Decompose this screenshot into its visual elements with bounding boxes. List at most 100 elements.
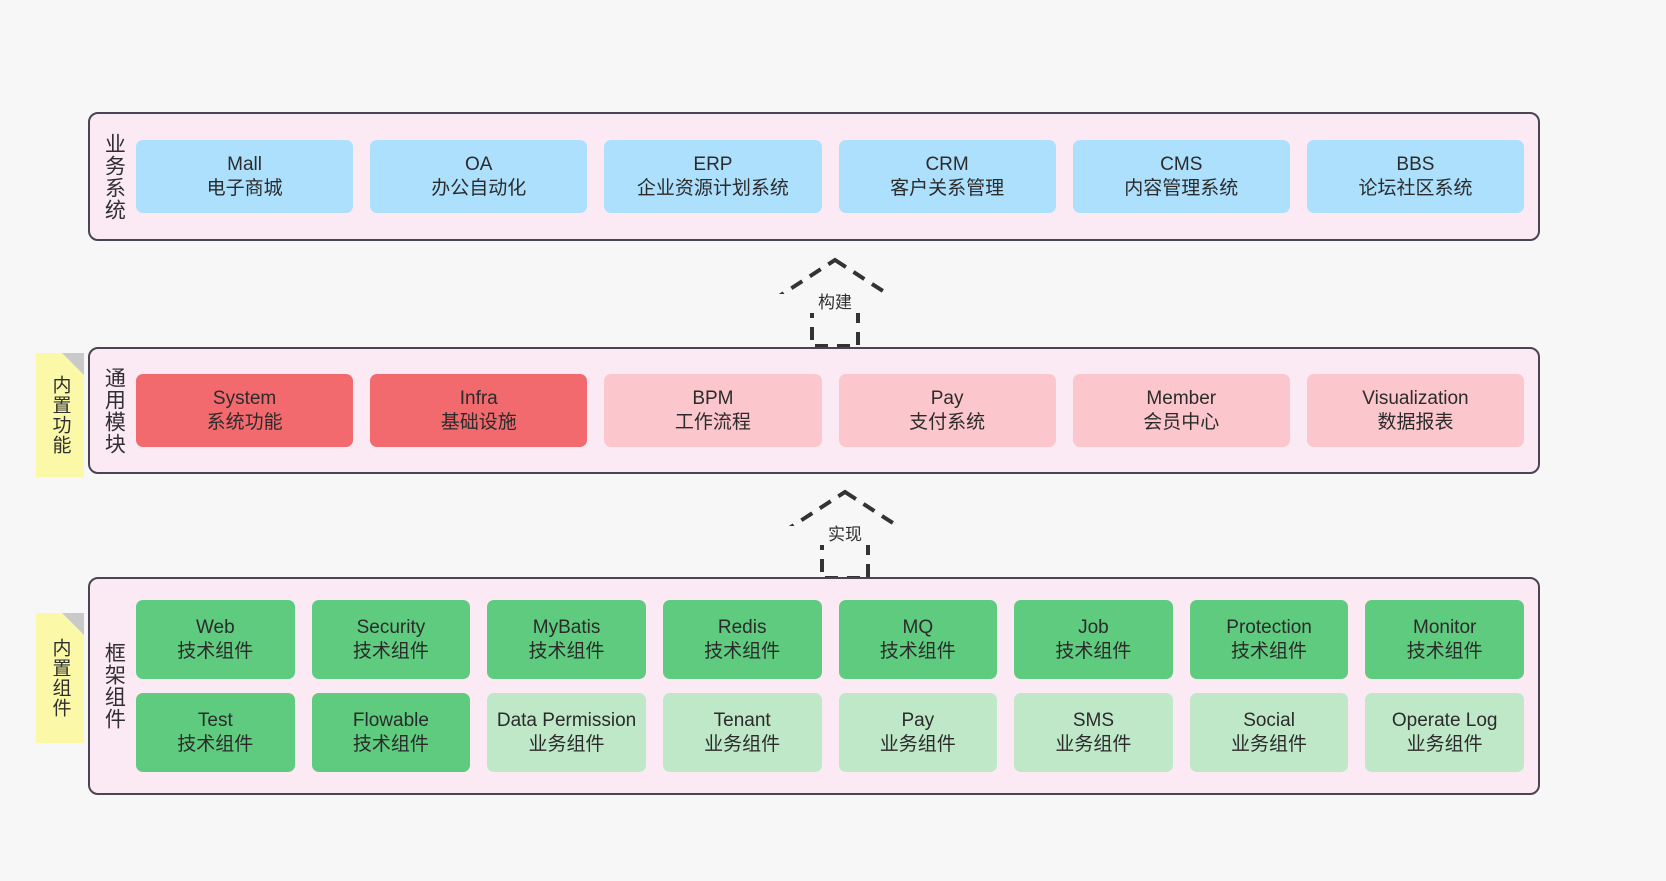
node-security[interactable]: Security 技术组件 bbox=[311, 600, 471, 679]
node-bbs[interactable]: BBS 论坛社区系统 bbox=[1306, 140, 1525, 213]
node-title-en: Tenant bbox=[713, 709, 771, 731]
generalization-arrow-icon bbox=[760, 257, 910, 348]
node-title-cn: 支付系统 bbox=[909, 411, 986, 433]
node-title-cn: 办公自动化 bbox=[431, 177, 527, 199]
node-title-en: Social bbox=[1243, 709, 1295, 731]
node-bpm[interactable]: BPM 工作流程 bbox=[604, 374, 822, 447]
node-title-cn: 技术组件 bbox=[352, 640, 429, 662]
note-fold-icon bbox=[62, 613, 84, 635]
node-member[interactable]: Member 会员中心 bbox=[1072, 374, 1290, 447]
node-cms[interactable]: CMS 内容管理系统 bbox=[1072, 140, 1290, 213]
node-flowable[interactable]: Flowable 技术组件 bbox=[311, 693, 471, 772]
layer-framework-component[interactable]: 框架组件 Web 技术组件 Security 技术组件 MyBatis 技术组件… bbox=[88, 577, 1540, 795]
node-monitor[interactable]: Monitor 技术组件 bbox=[1365, 600, 1524, 679]
node-title-en: Redis bbox=[717, 616, 767, 638]
node-title-en: Web bbox=[195, 616, 235, 638]
note-label: 内置组件 bbox=[49, 638, 71, 718]
node-redis[interactable]: Redis 技术组件 bbox=[662, 600, 822, 679]
node-title-en: Operate Log bbox=[1391, 709, 1498, 731]
layer-body-common-module: System 系统功能 Infra 基础设施 BPM 工作流程 Pay 支付系统… bbox=[136, 349, 1538, 472]
node-title-cn: 技术组件 bbox=[177, 640, 254, 662]
node-data-permission[interactable]: Data Permission 业务组件 bbox=[487, 693, 646, 772]
node-title-cn: 会员中心 bbox=[1143, 411, 1220, 433]
node-title-en: Mall bbox=[227, 153, 262, 175]
node-title-cn: 业务组件 bbox=[528, 733, 605, 755]
node-infra[interactable]: Infra 基础设施 bbox=[370, 374, 588, 447]
node-title-cn: 业务组件 bbox=[879, 733, 956, 755]
node-crm[interactable]: CRM 客户关系管理 bbox=[838, 140, 1056, 213]
node-row: System 系统功能 Infra 基础设施 BPM 工作流程 Pay 支付系统… bbox=[136, 374, 1525, 447]
node-mybatis[interactable]: MyBatis 技术组件 bbox=[487, 600, 646, 679]
layer-title-business-system: 业务系统 bbox=[102, 132, 126, 221]
node-title-cn: 业务组件 bbox=[1406, 733, 1483, 755]
node-title-cn: 工作流程 bbox=[674, 411, 751, 433]
arrow-build: 构建 bbox=[755, 256, 915, 348]
node-title-cn: 技术组件 bbox=[1055, 640, 1132, 662]
node-title-cn: 电子商城 bbox=[206, 177, 283, 199]
node-job[interactable]: Job 技术组件 bbox=[1014, 600, 1173, 679]
layer-business-system[interactable]: 业务系统 Mall 电子商城 OA 办公自动化 ERP 企业资源计划系统 CRM… bbox=[88, 112, 1540, 241]
node-title-en: Monitor bbox=[1413, 616, 1477, 638]
node-title-cn: 技术组件 bbox=[704, 640, 781, 662]
node-title-en: System bbox=[212, 387, 277, 409]
layer-title-common-module: 通用模块 bbox=[102, 366, 126, 455]
arrow-realize: 实现 bbox=[765, 488, 925, 580]
node-tenant[interactable]: Tenant 业务组件 bbox=[662, 693, 822, 772]
node-title-cn: 技术组件 bbox=[528, 640, 605, 662]
layer-body-framework-component: Web 技术组件 Security 技术组件 MyBatis 技术组件 Redi… bbox=[136, 579, 1538, 793]
node-title-cn: 基础设施 bbox=[440, 411, 517, 433]
node-oa[interactable]: OA 办公自动化 bbox=[370, 140, 588, 213]
node-title-cn: 数据报表 bbox=[1377, 411, 1454, 433]
node-title-cn: 技术组件 bbox=[1231, 640, 1308, 662]
node-title-en: Pay bbox=[930, 387, 964, 409]
node-title-en: BBS bbox=[1396, 153, 1435, 175]
node-title-en: Data Permission bbox=[496, 709, 637, 731]
node-title-cn: 技术组件 bbox=[879, 640, 956, 662]
node-title-cn: 客户关系管理 bbox=[890, 177, 1005, 199]
node-title-en: Infra bbox=[459, 387, 498, 409]
node-title-en: Visualization bbox=[1362, 387, 1469, 409]
node-title-cn: 论坛社区系统 bbox=[1358, 177, 1473, 199]
note-label: 内置功能 bbox=[49, 375, 71, 455]
note-builtin-component[interactable]: 内置组件 bbox=[36, 613, 84, 743]
node-title-en: MQ bbox=[902, 616, 934, 638]
node-row: Test 技术组件 Flowable 技术组件 Data Permission … bbox=[136, 693, 1524, 772]
node-protection[interactable]: Protection 技术组件 bbox=[1189, 600, 1349, 679]
node-title-cn: 业务组件 bbox=[704, 733, 781, 755]
node-system[interactable]: System 系统功能 bbox=[136, 374, 354, 447]
layer-body-business-system: Mall 电子商城 OA 办公自动化 ERP 企业资源计划系统 CRM 客户关系… bbox=[136, 114, 1538, 239]
node-operate-log[interactable]: Operate Log 业务组件 bbox=[1365, 693, 1524, 772]
node-mall[interactable]: Mall 电子商城 bbox=[136, 140, 354, 213]
node-title-en: SMS bbox=[1072, 709, 1115, 731]
node-title-cn: 企业资源计划系统 bbox=[636, 177, 789, 199]
node-visualization[interactable]: Visualization 数据报表 bbox=[1306, 374, 1525, 447]
generalization-arrow-icon bbox=[770, 489, 920, 580]
node-title-cn: 业务组件 bbox=[1055, 733, 1132, 755]
node-title-en: ERP bbox=[693, 153, 733, 175]
node-title-en: Pay bbox=[901, 709, 935, 731]
node-title-en: Job bbox=[1078, 616, 1109, 638]
node-title-en: Protection bbox=[1226, 616, 1312, 638]
node-erp[interactable]: ERP 企业资源计划系统 bbox=[604, 140, 822, 213]
node-pay-component[interactable]: Pay 业务组件 bbox=[838, 693, 998, 772]
node-test[interactable]: Test 技术组件 bbox=[136, 693, 295, 772]
note-fold-icon bbox=[62, 353, 84, 375]
node-title-en: CMS bbox=[1160, 153, 1203, 175]
node-title-cn: 技术组件 bbox=[1406, 640, 1483, 662]
node-mq[interactable]: MQ 技术组件 bbox=[838, 600, 998, 679]
node-pay-module[interactable]: Pay 支付系统 bbox=[838, 374, 1056, 447]
layer-common-module[interactable]: 通用模块 System 系统功能 Infra 基础设施 BPM 工作流程 Pay… bbox=[88, 347, 1540, 474]
node-web[interactable]: Web 技术组件 bbox=[136, 600, 295, 679]
node-title-cn: 内容管理系统 bbox=[1124, 177, 1239, 199]
node-title-en: MyBatis bbox=[532, 616, 601, 638]
node-sms[interactable]: SMS 业务组件 bbox=[1014, 693, 1173, 772]
note-builtin-function[interactable]: 内置功能 bbox=[36, 353, 84, 477]
node-title-en: Security bbox=[356, 616, 426, 638]
layer-title-framework-component: 框架组件 bbox=[102, 642, 126, 730]
node-title-en: Test bbox=[197, 709, 233, 731]
node-title-cn: 技术组件 bbox=[177, 733, 254, 755]
node-row: Mall 电子商城 OA 办公自动化 ERP 企业资源计划系统 CRM 客户关系… bbox=[136, 140, 1525, 213]
node-title-en: CRM bbox=[925, 153, 969, 175]
node-social[interactable]: Social 业务组件 bbox=[1189, 693, 1349, 772]
